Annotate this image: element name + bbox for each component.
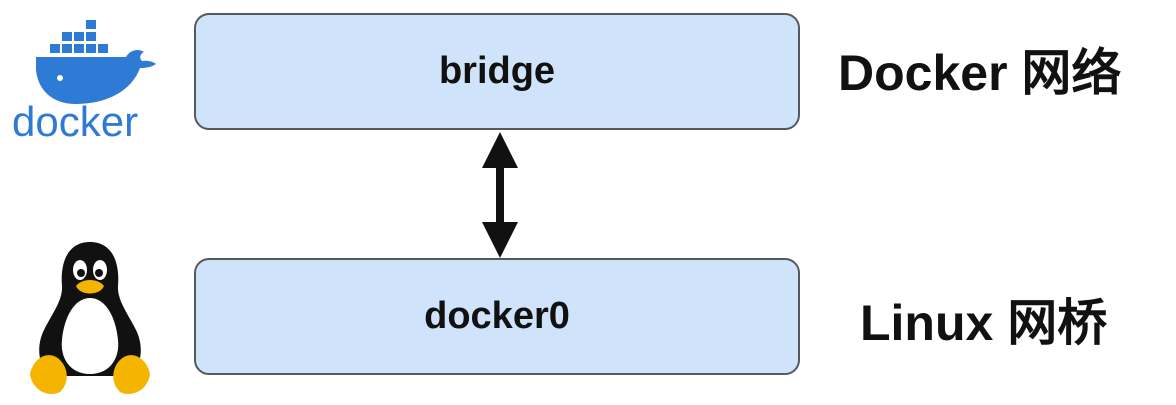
double-headed-arrow-icon xyxy=(470,128,530,262)
tux-penguin-icon xyxy=(20,238,160,398)
linux-bridge-label: Linux 网桥 xyxy=(860,295,1108,351)
docker0-box: docker0 xyxy=(194,258,800,375)
docker-wordmark: docker xyxy=(12,98,138,144)
bridge-box: bridge xyxy=(194,13,800,130)
docker-logo-icon: docker xyxy=(8,8,166,145)
docker-network-label: Docker 网络 xyxy=(838,45,1122,101)
docker0-box-label: docker0 xyxy=(424,295,570,337)
bridge-box-label: bridge xyxy=(438,50,556,92)
